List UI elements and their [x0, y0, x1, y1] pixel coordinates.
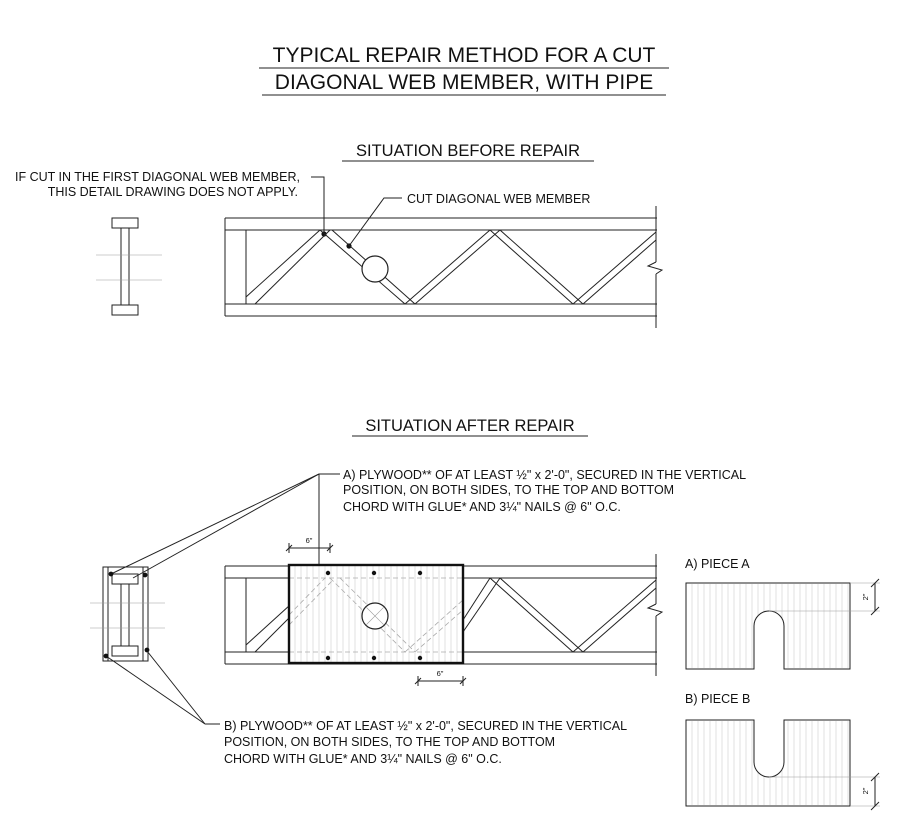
dimension-top-text: 6"	[306, 536, 313, 545]
note-b-leaders	[105, 650, 220, 725]
piece-b-label: B) PIECE B	[685, 692, 750, 706]
piece-a-label: A) PIECE A	[685, 557, 750, 571]
after-heading: SITUATION AFTER REPAIR	[365, 417, 574, 435]
joist-section-before	[96, 217, 162, 316]
note-a-line-1: A) PLYWOOD** OF AT LEAST ½" x 2'-0", SEC…	[343, 468, 746, 482]
pipe-hole-after	[361, 602, 389, 630]
pipe-hole-before	[361, 255, 389, 283]
note-b-line-2: POSITION, ON BOTH SIDES, TO THE TOP AND …	[224, 735, 555, 749]
before-heading: SITUATION BEFORE REPAIR	[356, 142, 580, 160]
dimension-bottom: 6"	[414, 669, 467, 686]
piece-b-dimension-text: 2"	[861, 787, 870, 794]
truss-before	[224, 206, 664, 328]
title-line-1: TYPICAL REPAIR METHOD FOR A CUT	[273, 44, 656, 67]
note-b-line-3: CHORD WITH GLUE* AND 3¼" NAILS @ 6" O.C.	[224, 752, 502, 766]
cut-web-leader-dot	[346, 243, 352, 249]
dimension-bottom-text: 6"	[437, 669, 444, 678]
piece-b-slot	[754, 720, 784, 777]
piece-a-dimension-text: 2"	[861, 593, 870, 600]
before-note-line-2: THIS DETAIL DRAWING DOES NOT APPLY.	[48, 185, 298, 199]
note-a-line-3: CHORD WITH GLUE* AND 3¼" NAILS @ 6" O.C.	[343, 500, 621, 514]
dimension-top: 6"	[285, 536, 334, 553]
piece-b: 2"	[685, 719, 880, 811]
cut-web-label: CUT DIAGONAL WEB MEMBER	[407, 192, 590, 206]
joist-section-after	[90, 566, 165, 662]
cut-web-leader	[348, 197, 402, 247]
note-b-line-1: B) PLYWOOD** OF AT LEAST ½" x 2'-0", SEC…	[224, 719, 627, 733]
title-line-2: DIAGONAL WEB MEMBER, WITH PIPE	[275, 71, 653, 94]
before-note-leader	[311, 176, 325, 233]
piece-a: 2"	[685, 578, 880, 670]
note-a-line-2: POSITION, ON BOTH SIDES, TO THE TOP AND …	[343, 483, 674, 497]
piece-a-slot	[754, 611, 784, 669]
before-note-line-1: IF CUT IN THE FIRST DIAGONAL WEB MEMBER,	[15, 170, 300, 184]
